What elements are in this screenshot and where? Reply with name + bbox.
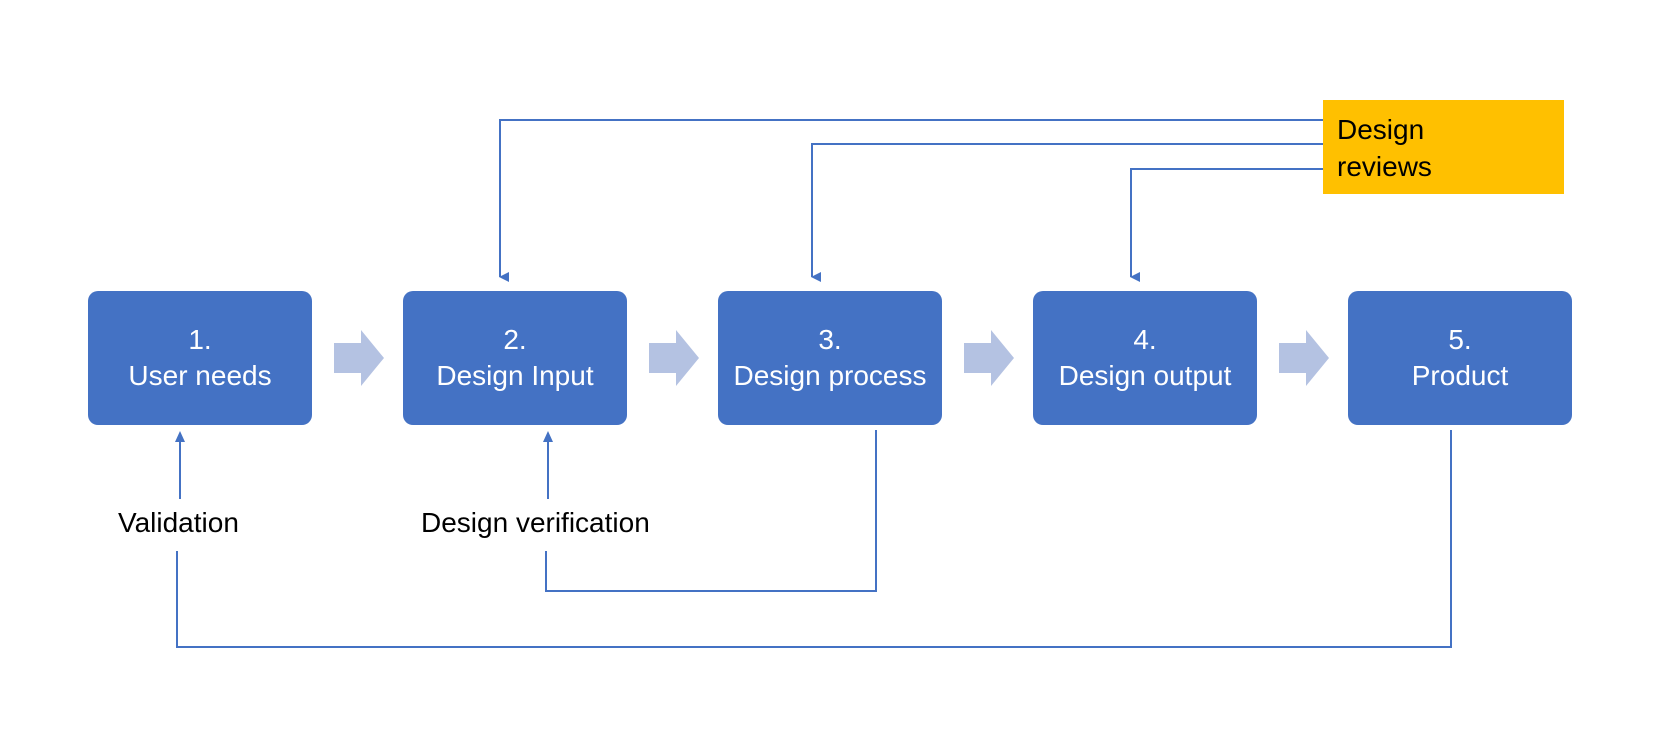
- step-number: 4.: [1133, 324, 1157, 355]
- step-name: Design output: [1058, 360, 1232, 391]
- step-number: 2.: [503, 324, 527, 355]
- step-number: 5.: [1448, 324, 1472, 355]
- step-name: User needs: [128, 360, 272, 391]
- step-name: Design Input: [436, 360, 594, 391]
- review-line-2: reviews: [1337, 151, 1432, 182]
- process-to-verification-connector: [545, 430, 877, 592]
- flow-arrow-icon: [334, 330, 384, 386]
- step-box-product: 5. Product: [1348, 291, 1572, 425]
- design-verification-label: Design verification: [421, 507, 650, 538]
- step-box-user-needs: 1. User needs: [88, 291, 312, 425]
- flow-arrow-icon: [1279, 330, 1329, 386]
- step-box-design-input: 2. Design Input: [403, 291, 627, 425]
- step-box-design-process: 3. Design process: [718, 291, 942, 425]
- review-to-output-connector: [1130, 168, 1323, 282]
- validation-label: Validation: [118, 507, 239, 538]
- review-to-process-connector: [811, 143, 1323, 282]
- design-reviews-box: Design reviews: [1323, 100, 1564, 194]
- review-line-1: Design: [1337, 114, 1425, 145]
- flow-arrow-icon: [964, 330, 1014, 386]
- step-name: Design process: [733, 360, 927, 391]
- flow-arrow-icon: [649, 330, 699, 386]
- step-name: Product: [1411, 360, 1509, 391]
- step-number: 3.: [818, 324, 842, 355]
- product-to-validation-connector: [176, 430, 1452, 648]
- review-to-input-connector: [499, 119, 1323, 282]
- step-box-design-output: 4. Design output: [1033, 291, 1257, 425]
- step-number: 1.: [188, 324, 212, 355]
